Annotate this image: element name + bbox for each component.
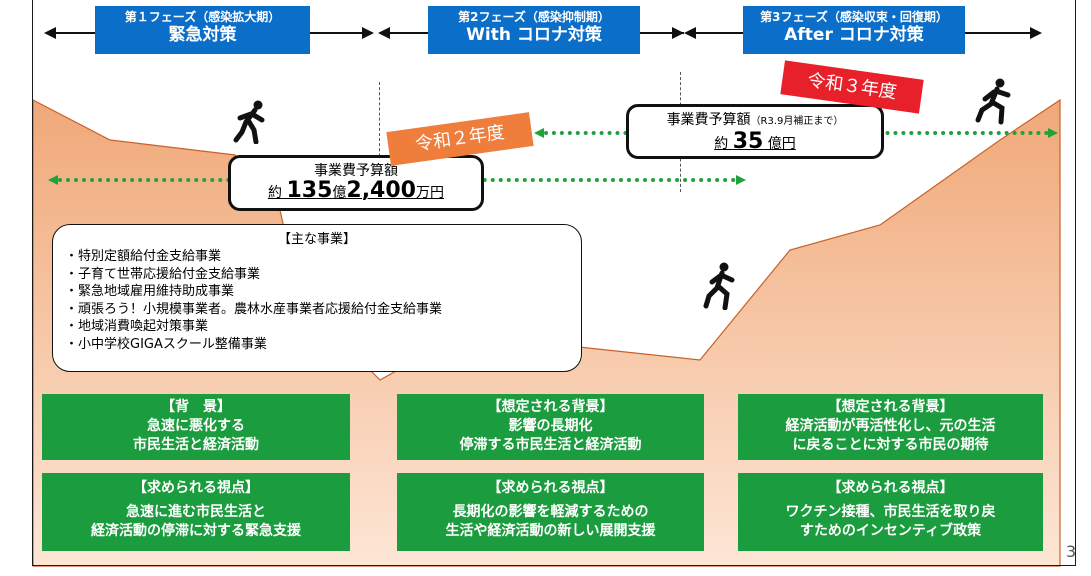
budget-2-amount: 約 35 億円	[629, 131, 881, 155]
budget-2-span-right-head	[1048, 128, 1058, 138]
phase-1-subtitle: 第１フェーズ（感染拡大期）	[124, 10, 281, 24]
viewpoint-box-phase3: 【求められる視点】 ワクチン接種、市民生活を取り戻 すためのインセンティブ政策	[738, 473, 1043, 551]
runner-icon	[703, 262, 735, 310]
phase-1-title: 緊急対策	[168, 25, 237, 45]
phase3-arrow-left-head	[684, 27, 696, 39]
box-line: ワクチン接種、市民生活を取り戻	[785, 504, 996, 520]
phase3-arrow-right-head	[1030, 27, 1042, 39]
box-line: 経済活動の停滞に対する緊急支援	[91, 523, 301, 539]
box-heading: 【求められる視点】	[487, 480, 614, 496]
phase1-arrow-left-head	[44, 27, 56, 39]
phase1-arrow-right-head	[362, 27, 374, 39]
budget-1-box: 事業費予算額 約 135億2,400万円	[228, 155, 484, 211]
budget-2-span-left-head	[534, 128, 544, 138]
phase-3-subtitle: 第3フェーズ（感染収束・回復期）	[760, 10, 948, 24]
budget-1-oku-unit: 億	[332, 185, 347, 201]
box-line: 生活や経済活動の新しい展開支援	[445, 523, 656, 539]
main-projects-heading: 【主な事業】	[277, 232, 356, 247]
phase-2-subtitle: 第2フェーズ（感染抑制期）	[458, 10, 610, 24]
background-box-phase1: 【背 景】 急速に悪化する 市民生活と経済活動	[42, 394, 350, 460]
budget-1-man-unit: 万円	[415, 185, 444, 201]
project-item: ・頑張ろう！小規模事業者。農林水産事業者応援給付金支給事業	[65, 301, 443, 317]
box-line: 影響の長期化	[508, 418, 593, 434]
project-item: ・小中学校GIGAスクール整備事業	[65, 336, 267, 352]
budget-2-note: （R3.9月補正まで）	[750, 116, 844, 127]
box-line: すためのインセンティブ政策	[799, 523, 982, 539]
phase-3-title: After コロナ対策	[784, 25, 924, 45]
runner-icon	[975, 78, 1011, 125]
box-heading: 【背 景】	[161, 399, 231, 415]
box-line: 急速に悪化する	[147, 418, 245, 434]
box-line: 長期化の影響を軽減するための	[452, 504, 649, 520]
box-line: 市民生活と経済活動	[133, 437, 259, 453]
budget-2-label-row: 事業費予算額（R3.9月補正まで）	[629, 111, 881, 131]
budget-2-prefix: 約	[714, 136, 733, 152]
box-heading: 【求められる視点】	[133, 480, 259, 496]
runner-icon	[233, 100, 265, 144]
phase-2-box: 第2フェーズ（感染抑制期） With コロナ対策	[428, 6, 640, 54]
box-line: に戻ることに対する市民の期待	[792, 437, 989, 453]
box-line: 停滞する市民生活と経済活動	[459, 437, 642, 453]
budget-1-label: 事業費予算額	[314, 163, 398, 179]
background-box-phase2: 【想定される背景】 影響の長期化 停滞する市民生活と経済活動	[397, 394, 704, 460]
phase-2-title: With コロナ対策	[466, 25, 602, 45]
background-box-phase3: 【想定される背景】 経済活動が再活性化し、元の生活 に戻ることに対する市民の期待	[738, 394, 1043, 460]
box-line: 急速に進む市民生活と	[126, 504, 266, 520]
budget-1-oku-value: 135	[286, 178, 333, 203]
page-number: 3	[1066, 542, 1077, 561]
budget-1-prefix: 約	[268, 185, 287, 201]
budget-1-amount: 約 135億2,400万円	[231, 180, 481, 204]
viewpoint-box-phase2: 【求められる視点】 長期化の影響を軽減するための 生活や経済活動の新しい展開支援	[397, 473, 704, 551]
budget-2-box: 事業費予算額（R3.9月補正まで） 約 35 億円	[626, 104, 884, 159]
budget-2-unit: 億円	[763, 136, 796, 152]
phase-3-box: 第3フェーズ（感染収束・回復期） After コロナ対策	[743, 6, 965, 54]
budget-1-man-value: 2,400	[346, 178, 416, 203]
budget-2-label: 事業費予算額	[666, 112, 751, 128]
budget-1-span-left-head	[48, 175, 58, 185]
box-line: 経済活動が再活性化し、元の生活	[785, 418, 996, 434]
phase-1-box: 第１フェーズ（感染拡大期） 緊急対策	[95, 6, 310, 54]
project-item: ・特別定額給付金支給事業	[65, 249, 222, 264]
phase-divider-1	[379, 82, 380, 192]
viewpoint-box-phase1: 【求められる視点】 急速に進む市民生活と 経済活動の停滞に対する緊急支援	[42, 473, 350, 551]
phase2-arrow-right-head	[672, 27, 684, 39]
box-heading: 【求められる視点】	[827, 480, 954, 496]
project-item: ・緊急地域雇用維持助成事業	[65, 284, 235, 299]
main-projects-box: 【主な事業】 ・特別定額給付金支給事業 ・子育て世帯応援給付金支給事業 ・緊急地…	[52, 224, 582, 372]
project-item: ・子育て世帯応援給付金支給事業	[65, 266, 261, 282]
box-heading: 【想定される背景】	[487, 399, 614, 415]
budget-2-value: 35	[732, 129, 764, 154]
project-item: ・地域消費喚起対策事業	[65, 319, 209, 334]
box-heading: 【想定される背景】	[827, 399, 954, 415]
budget-1-span-right-head	[736, 175, 746, 185]
slide-frame	[32, 0, 1076, 566]
phase2-arrow-left-head	[378, 27, 390, 39]
